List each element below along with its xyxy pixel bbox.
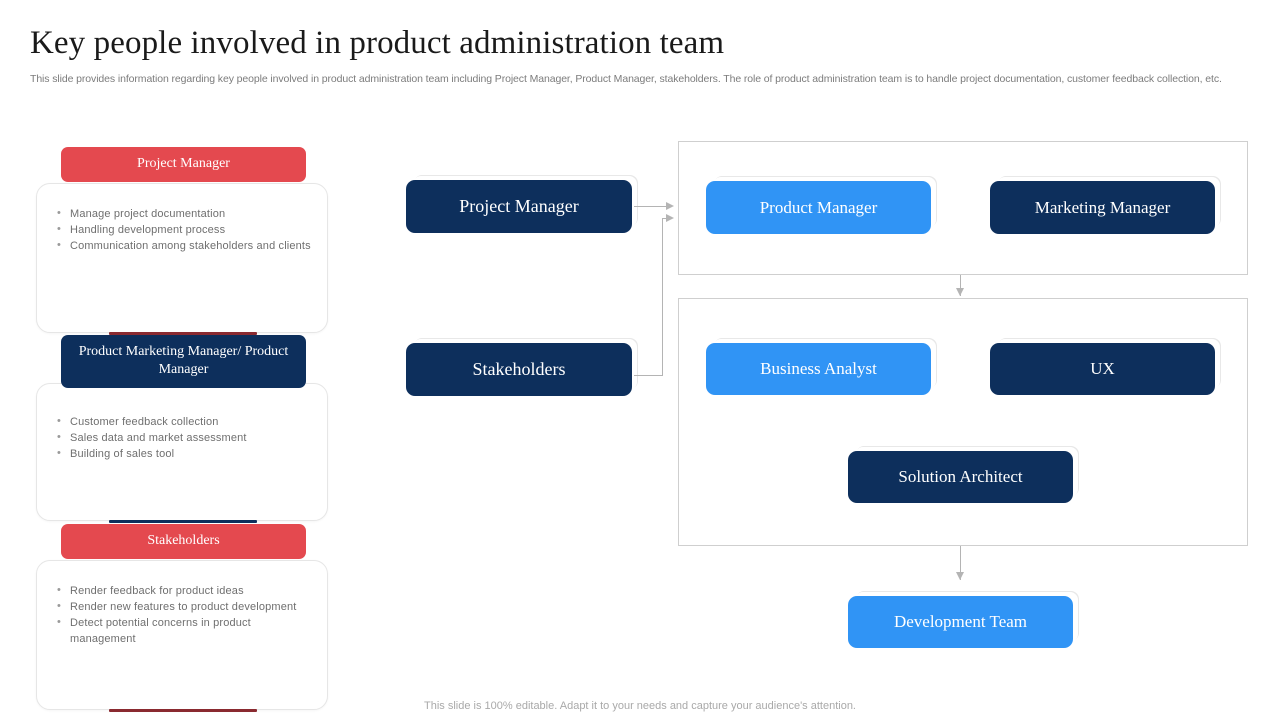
- info-card-bullet-list: Manage project documentation Handling de…: [51, 205, 313, 254]
- arrow-head-icon: [955, 288, 964, 296]
- card-accent-bar: [109, 709, 257, 712]
- list-item: Detect potential concerns in product man…: [51, 614, 313, 647]
- info-card-body: Customer feedback collection Sales data …: [36, 383, 328, 523]
- info-card-bullet-list: Customer feedback collection Sales data …: [51, 413, 313, 462]
- connector-pm-to-group-one: [634, 206, 668, 207]
- list-item: Render feedback for product ideas: [51, 582, 313, 599]
- info-card-body: Render feedback for product ideas Render…: [36, 560, 328, 712]
- flow-box-ux[interactable]: UX: [990, 343, 1215, 395]
- list-item: Customer feedback collection: [51, 413, 313, 430]
- list-item: Handling development process: [51, 221, 313, 238]
- info-card-header: Product Marketing Manager/ Product Manag…: [61, 335, 306, 388]
- connector-group-one-to-group-two: [960, 275, 961, 296]
- flow-box-business-analyst[interactable]: Business Analyst: [706, 343, 931, 395]
- list-item: Sales data and market assessment: [51, 429, 313, 446]
- arrow-head-icon: [955, 572, 964, 580]
- page-title: Key people involved in product administr…: [30, 25, 725, 61]
- page-subtitle: This slide provides information regardin…: [30, 73, 1222, 85]
- list-item: Manage project documentation: [51, 205, 313, 222]
- list-item: Communication among stakeholders and cli…: [51, 237, 313, 254]
- flow-box-stakeholders[interactable]: Stakeholders: [406, 343, 632, 396]
- flow-box-marketing-manager[interactable]: Marketing Manager: [990, 181, 1215, 234]
- group-panel-management: [678, 141, 1248, 275]
- arrow-head-icon: [666, 213, 674, 222]
- list-item: Building of sales tool: [51, 445, 313, 462]
- flow-box-product-manager[interactable]: Product Manager: [706, 181, 931, 234]
- flow-box-project-manager[interactable]: Project Manager: [406, 180, 632, 233]
- info-card-header: Stakeholders: [61, 524, 306, 559]
- card-accent-bar: [109, 520, 257, 523]
- card-accent-bar: [109, 332, 257, 335]
- group-panel-delivery: [678, 298, 1248, 546]
- info-card-body: Manage project documentation Handling de…: [36, 183, 328, 335]
- flow-box-solution-architect[interactable]: Solution Architect: [848, 451, 1073, 503]
- arrow-head-icon: [666, 201, 674, 210]
- flow-box-development-team[interactable]: Development Team: [848, 596, 1073, 648]
- list-item: Render new features to product developme…: [51, 598, 313, 615]
- info-card-header: Project Manager: [61, 147, 306, 182]
- info-card-bullet-list: Render feedback for product ideas Render…: [51, 582, 313, 647]
- connector-stakeholders-v: [662, 218, 663, 376]
- connector-stakeholders-h: [634, 375, 663, 376]
- connector-stakeholders-to-group-one: [662, 218, 668, 219]
- slide-footer-note: This slide is 100% editable. Adapt it to…: [424, 700, 856, 712]
- connector-group-two-to-development: [960, 546, 961, 580]
